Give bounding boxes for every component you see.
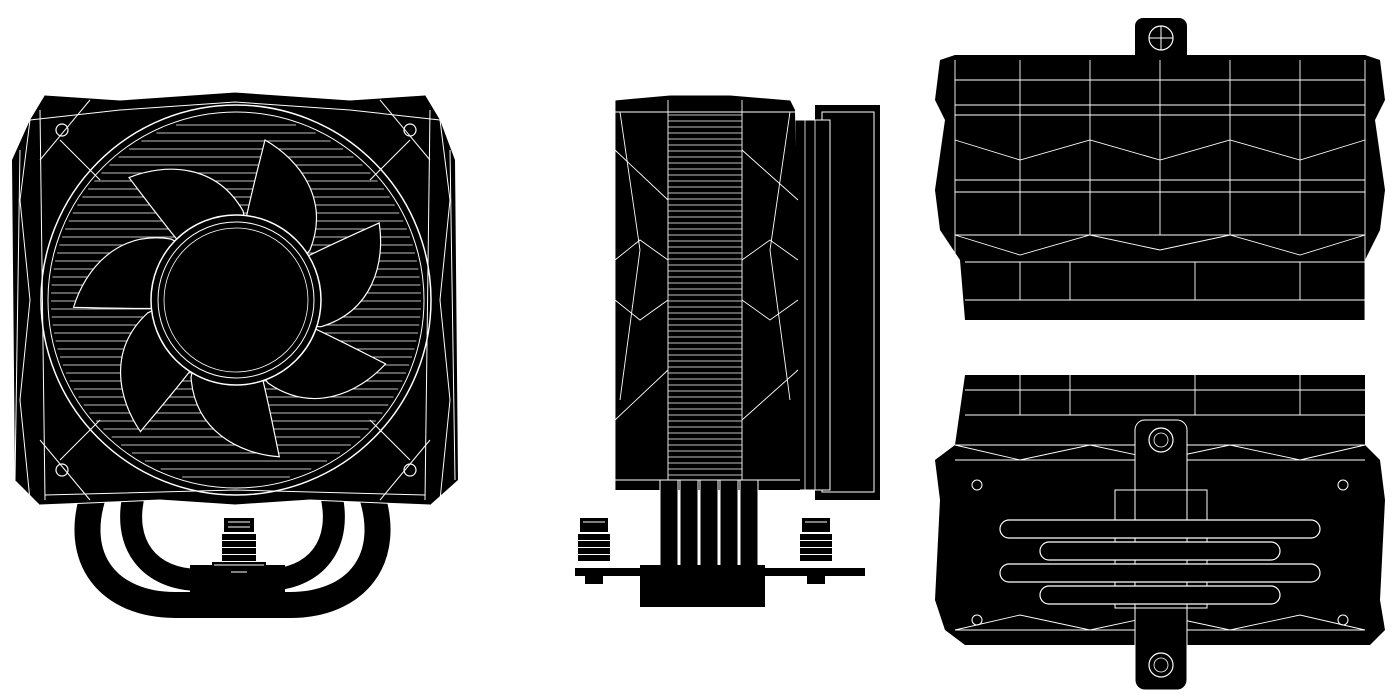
heatpipe-loop (1039, 541, 1281, 561)
side-fin-stack (668, 114, 742, 476)
fan-hub (150, 214, 322, 386)
top-view-drawing (935, 18, 1385, 320)
spring-screw (212, 518, 266, 578)
bottom-view-drawing (935, 375, 1385, 691)
heatpipe-loop (999, 519, 1321, 539)
bottom-corner-screws (971, 479, 1349, 626)
front-view-drawing (12, 91, 458, 618)
top-view (925, 0, 1395, 340)
front-view (0, 0, 470, 700)
side-spring-screw-left (578, 518, 610, 584)
heatpipe-loop (1039, 585, 1281, 605)
side-base-block (640, 565, 765, 607)
bottom-heatpipe-loops (999, 519, 1321, 605)
corner-screw-holes (55, 123, 417, 477)
heatpipe-loop (999, 563, 1321, 583)
side-fan-body (794, 119, 831, 491)
bottom-screw-bottom (1148, 652, 1174, 678)
side-view-drawing (575, 94, 880, 608)
side-spring-screw-right (800, 518, 832, 584)
fan-shroud-ring (40, 104, 432, 496)
bottom-view (925, 360, 1395, 700)
side-heatsink (615, 95, 800, 490)
spring-coils (222, 534, 256, 561)
side-view (560, 0, 900, 700)
bottom-screw-top (1148, 427, 1174, 453)
